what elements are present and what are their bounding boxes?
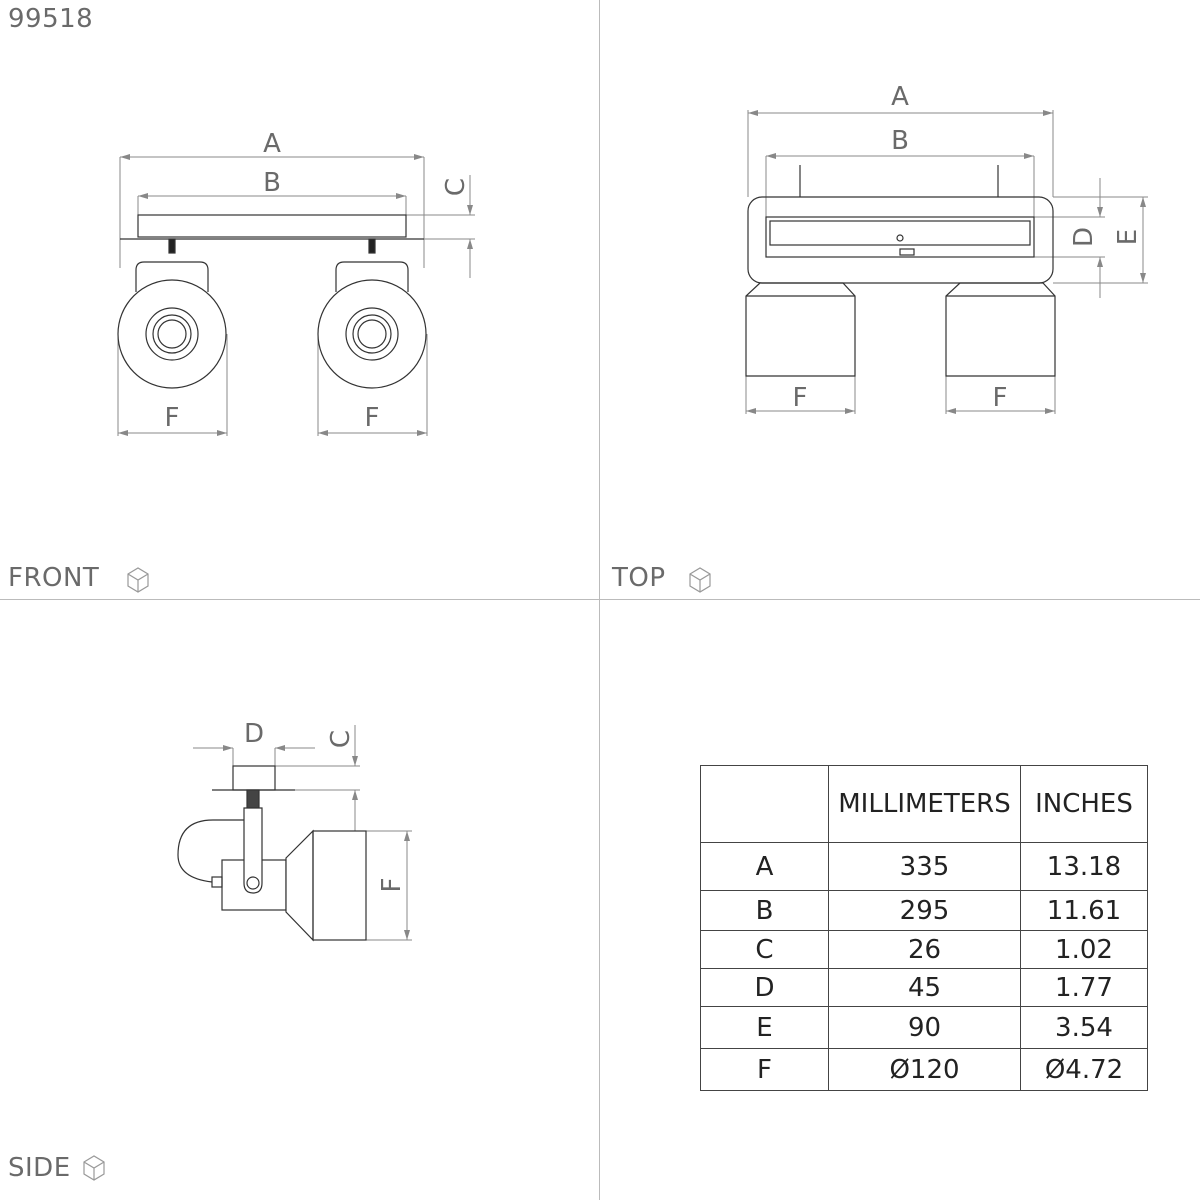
side-view: [177, 725, 412, 942]
front-dim-a: A: [263, 129, 281, 159]
row-in: 11.61: [1020, 890, 1148, 931]
top-shade-1: [745, 282, 856, 377]
product-code: 99518: [8, 4, 94, 34]
row-in: Ø4.72: [1020, 1048, 1148, 1091]
front-view: [117, 154, 475, 436]
side-shade: [312, 830, 367, 941]
top-view-cube-icon: [689, 567, 711, 593]
top-dim-d: D: [1069, 227, 1099, 247]
horizontal-divider: [0, 599, 1200, 600]
header-blank: [700, 765, 829, 843]
front-dim-f-1: F: [165, 403, 180, 433]
table-row: A 335 13.18: [700, 842, 1148, 891]
side-arm: [243, 807, 263, 894]
side-view-cube-icon: [83, 1155, 105, 1181]
row-mm: Ø120: [828, 1048, 1021, 1091]
row-mm: 26: [828, 930, 1021, 969]
front-view-cube-icon: [127, 567, 149, 593]
row-in: 1.02: [1020, 930, 1148, 969]
side-dim-d: D: [244, 719, 264, 749]
row-dim: C: [700, 930, 829, 969]
row-in: 13.18: [1020, 842, 1148, 891]
front-dim-c: C: [441, 178, 471, 196]
row-mm: 335: [828, 842, 1021, 891]
row-dim: F: [700, 1048, 829, 1091]
table-row: C 26 1.02: [700, 930, 1148, 969]
header-inches: INCHES: [1020, 765, 1148, 843]
row-dim: B: [700, 890, 829, 931]
side-dim-c: C: [326, 730, 356, 748]
vertical-divider: [599, 0, 600, 1200]
front-dim-f-2: F: [365, 403, 380, 433]
top-dim-f-2: F: [993, 383, 1008, 413]
side-canopy: [232, 765, 276, 791]
top-view: [745, 110, 1148, 414]
top-shade-2: [945, 282, 1056, 377]
row-mm: 45: [828, 968, 1021, 1007]
table-row: D 45 1.77: [700, 968, 1148, 1007]
top-dim-a: A: [891, 82, 909, 112]
spot-head-1: [117, 279, 227, 389]
table-row: F Ø120 Ø4.72: [700, 1048, 1148, 1091]
top-dim-e: E: [1113, 229, 1143, 245]
table-header-row: MILLIMETERS INCHES: [700, 765, 1148, 843]
top-dim-f-1: F: [793, 383, 808, 413]
front-canopy: [137, 214, 407, 238]
table-row: B 295 11.61: [700, 890, 1148, 931]
top-canopy: [747, 196, 1054, 284]
row-dim: A: [700, 842, 829, 891]
table-row: E 90 3.54: [700, 1006, 1148, 1049]
row-dim: E: [700, 1006, 829, 1049]
top-view-label: TOP: [612, 563, 666, 593]
side-view-label: SIDE: [8, 1153, 71, 1183]
header-millimeters: MILLIMETERS: [828, 765, 1021, 843]
row-mm: 90: [828, 1006, 1021, 1049]
spot-head-2: [317, 279, 427, 389]
row-dim: D: [700, 968, 829, 1007]
row-in: 3.54: [1020, 1006, 1148, 1049]
top-dim-b: B: [891, 126, 909, 156]
front-dim-b: B: [263, 168, 281, 198]
front-view-label: FRONT: [8, 563, 100, 593]
front-dimensions: [117, 154, 475, 436]
dimensions-table: MILLIMETERS INCHES A 335 13.18 B 295 11.…: [700, 765, 1148, 1091]
row-in: 1.77: [1020, 968, 1148, 1007]
side-dim-f: F: [377, 878, 407, 893]
row-mm: 295: [828, 890, 1021, 931]
side-cable: [177, 819, 244, 883]
